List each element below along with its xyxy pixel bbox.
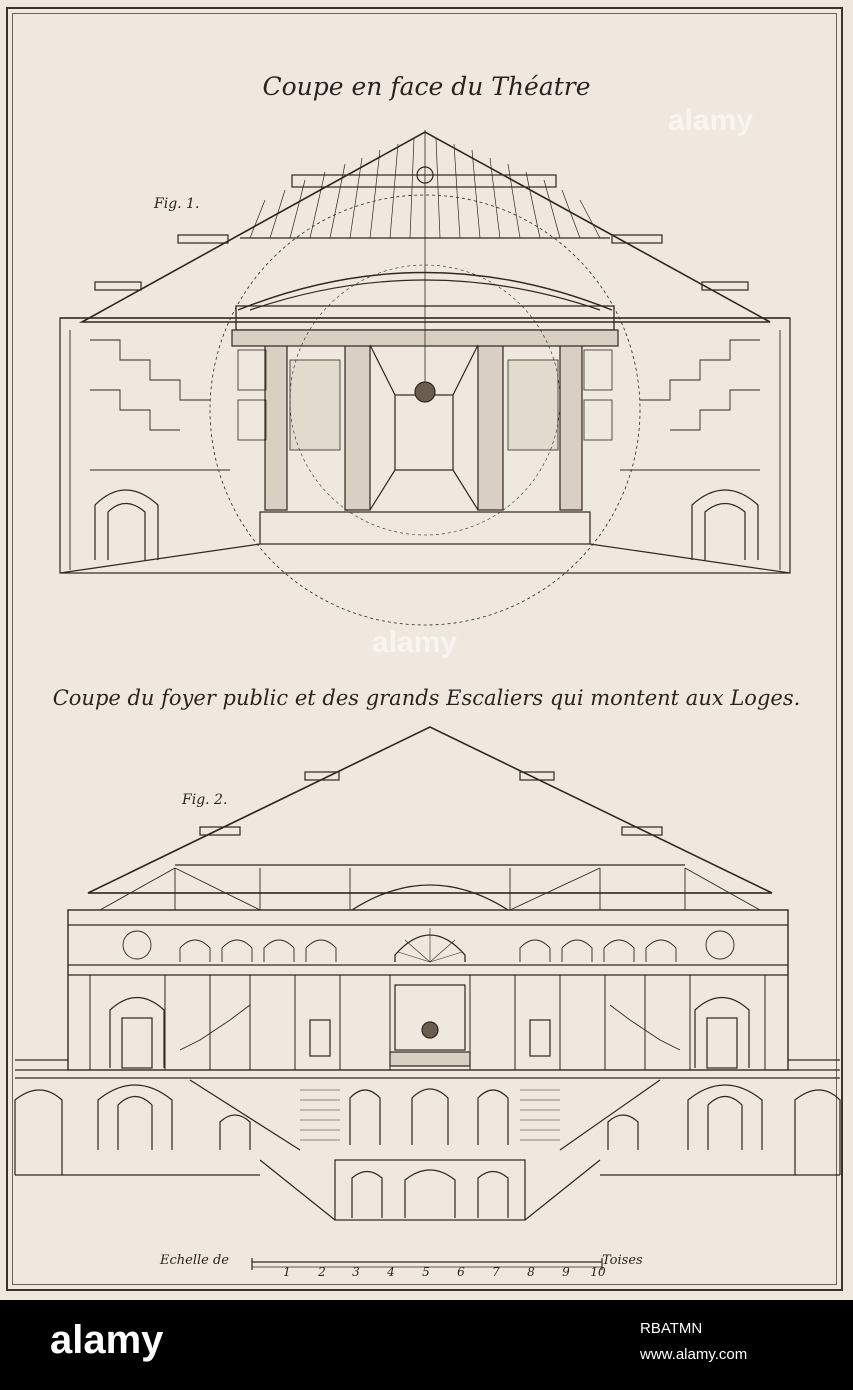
fig2-label: Fig. 2. bbox=[182, 792, 228, 808]
footer-logo: alamy bbox=[50, 1318, 164, 1362]
watermark: alamy bbox=[668, 104, 754, 137]
scale-number: 6 bbox=[457, 1265, 465, 1279]
footer-url: www.alamy.com bbox=[640, 1346, 748, 1363]
scale-number: 3 bbox=[352, 1265, 360, 1279]
theatre-section-drawing bbox=[14, 130, 841, 1270]
watermark: alamy bbox=[372, 626, 458, 659]
plate-border bbox=[6, 7, 843, 1291]
title-bottom: Coupe du foyer public et des grands Esca… bbox=[52, 686, 801, 710]
plate-inner-border bbox=[12, 13, 837, 1285]
scale-number: 10 bbox=[590, 1265, 606, 1279]
fig1-label: Fig. 1. bbox=[154, 196, 200, 212]
scale-number: 8 bbox=[527, 1265, 535, 1279]
scale-label-left: Echelle de bbox=[160, 1253, 229, 1268]
scale-number: 2 bbox=[318, 1265, 326, 1279]
scale-number: 5 bbox=[422, 1265, 430, 1279]
image-id: RBATMN bbox=[640, 1320, 703, 1337]
scale-label-right: Toises bbox=[602, 1253, 643, 1268]
scale-number: 1 bbox=[283, 1265, 291, 1279]
scale-number: 4 bbox=[387, 1265, 395, 1279]
title-top: Coupe en face du Théatre bbox=[262, 72, 591, 101]
scale-number: 9 bbox=[562, 1265, 570, 1279]
footer-bar bbox=[0, 1300, 853, 1390]
scale-number: 7 bbox=[492, 1265, 500, 1279]
